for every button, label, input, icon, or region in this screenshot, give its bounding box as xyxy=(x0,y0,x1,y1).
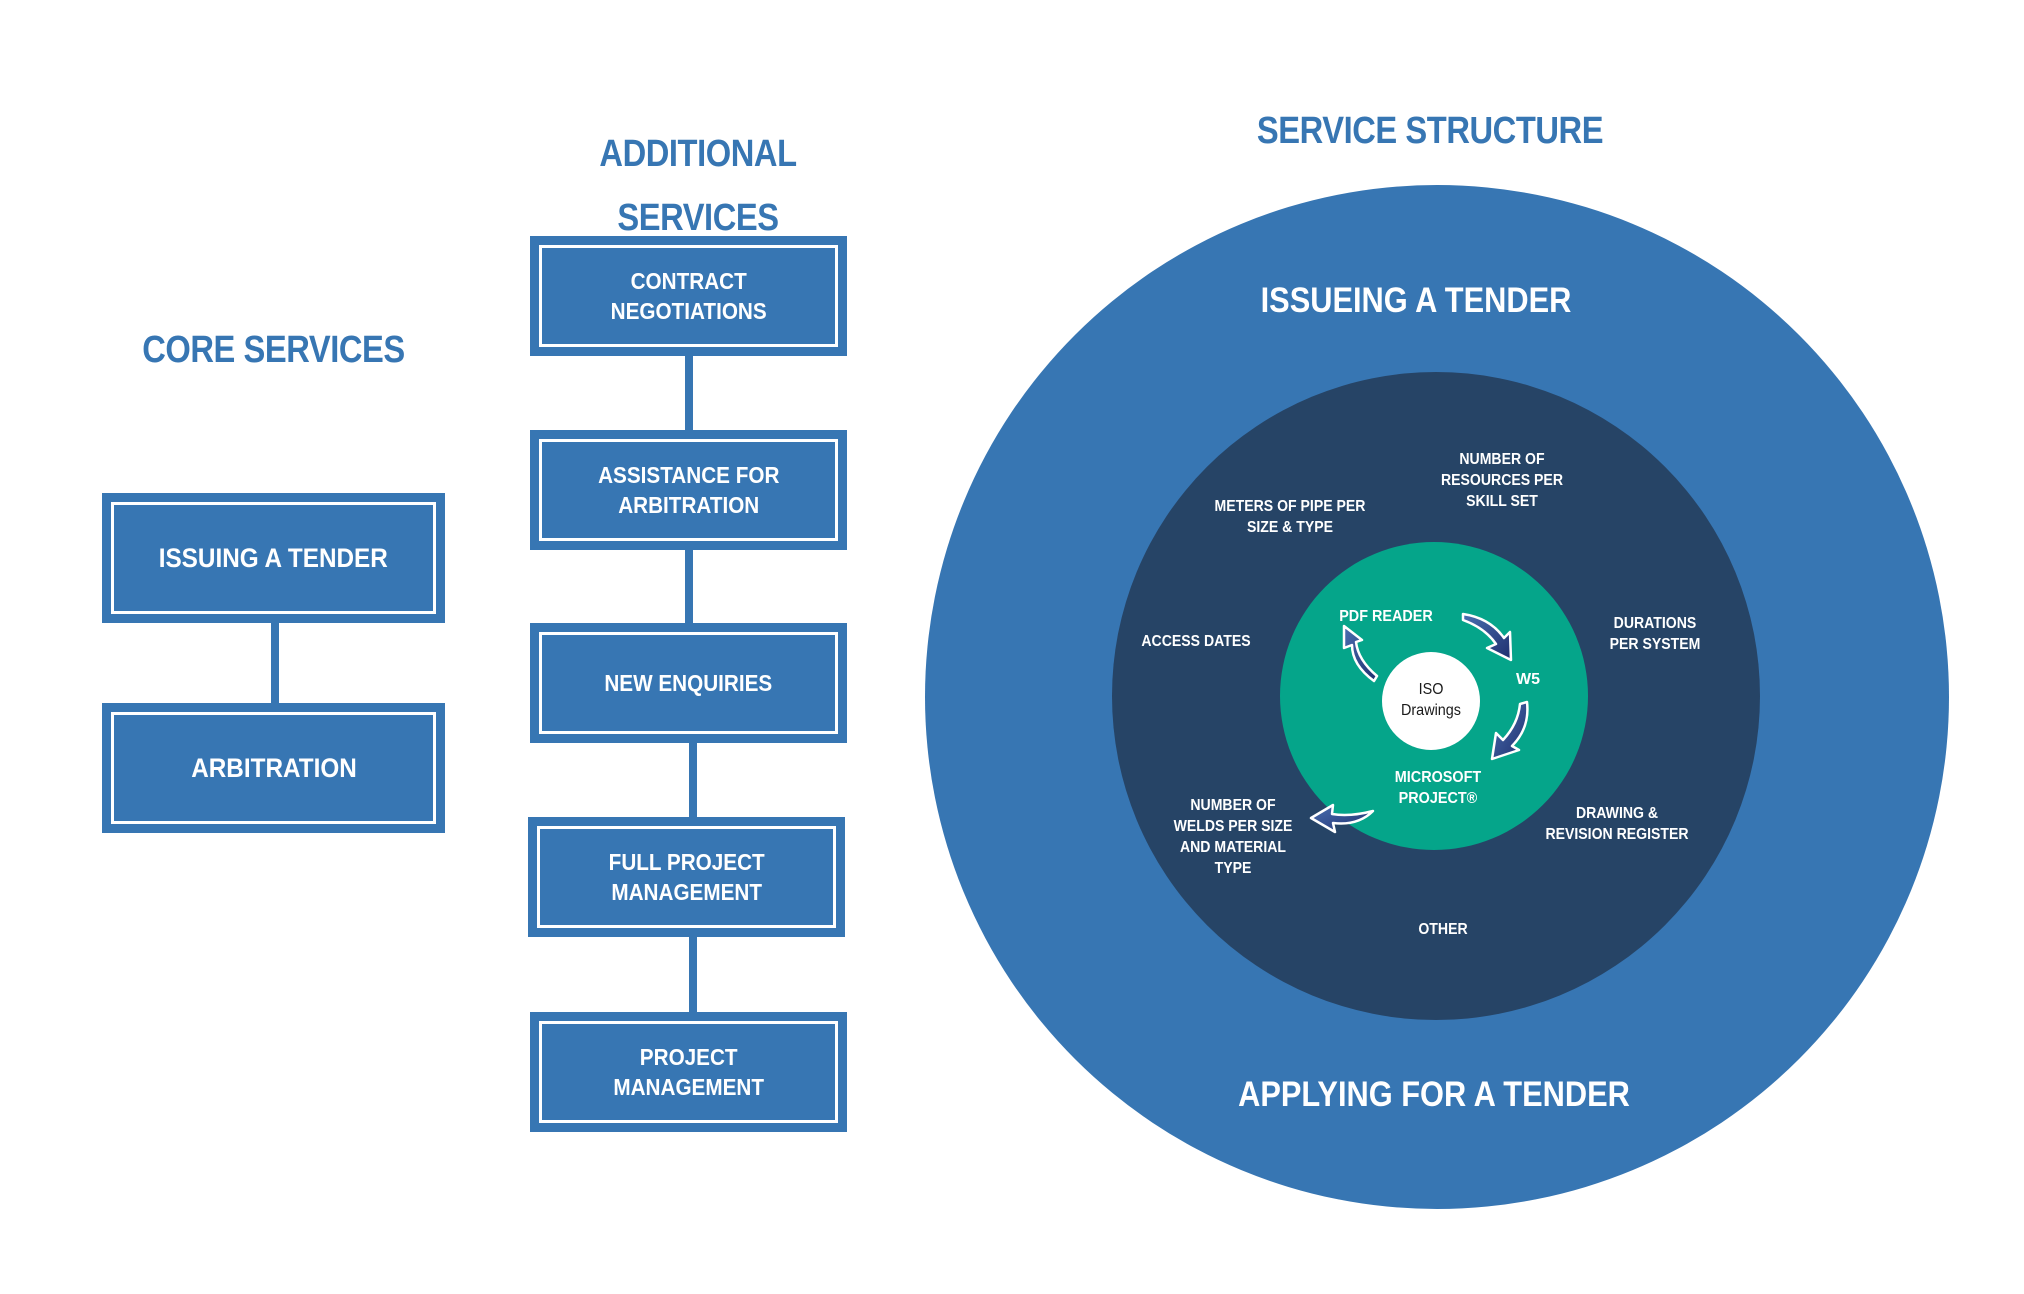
middle-ring-label-other: OTHER xyxy=(1418,920,1467,938)
label-line: ACCESS DATES xyxy=(1141,632,1250,650)
outer-ring-top-label: ISSUEING A TENDER xyxy=(1261,280,1572,319)
label-line: ISO xyxy=(1419,680,1444,698)
outer-ring-bottom-label: APPLYING FOR A TENDER xyxy=(1238,1074,1630,1113)
inner-ring-label-pdf-reader: PDF READER xyxy=(1339,607,1433,625)
additional-box-label: FULL PROJECT MANAGEMENT xyxy=(608,849,765,905)
core-box-label: ISSUING A TENDER xyxy=(158,543,389,573)
core-services-title: CORE SERVICES xyxy=(142,329,405,371)
additional-services-title-line2: SERVICES xyxy=(617,197,779,239)
label-line: PROJECT® xyxy=(1399,789,1478,807)
middle-ring-label-durations: DURATIONS PER SYSTEM xyxy=(1610,614,1701,653)
core-box-frame: ARBITRATION xyxy=(111,712,436,824)
label-line: DURATIONS xyxy=(1614,614,1697,632)
additional-services-title-line1: ADDITIONAL xyxy=(599,133,797,175)
additional-box-frame: PROJECT MANAGEMENT xyxy=(539,1021,838,1123)
additional-box-full-project-management[interactable]: FULL PROJECT MANAGEMENT xyxy=(528,817,845,937)
inner-ring-label-w5: W5 xyxy=(1516,671,1540,688)
label-line: SKILL SET xyxy=(1466,492,1538,510)
center-label-iso-drawings: ISO Drawings xyxy=(1401,680,1461,719)
additional-box-contract-negotiations[interactable]: CONTRACT NEGOTIATIONS xyxy=(530,236,847,356)
label-line: RESOURCES PER xyxy=(1441,471,1563,489)
additional-box-label: PROJECT MANAGEMENT xyxy=(613,1044,764,1100)
additional-box-label: ASSISTANCE FOR ARBITRATION xyxy=(597,462,780,518)
core-box-frame: ISSUING A TENDER xyxy=(111,502,436,614)
service-structure-title: SERVICE STRUCTURE xyxy=(1256,110,1604,152)
core-box-issuing-a-tender[interactable]: ISSUING A TENDER xyxy=(102,493,445,623)
middle-ring-label-pipe: METERS OF PIPE PER SIZE & TYPE xyxy=(1215,497,1366,536)
middle-ring-label-resources: NUMBER OF RESOURCES PER SKILL SET xyxy=(1441,450,1563,510)
additional-connector xyxy=(685,550,693,623)
additional-box-frame: CONTRACT NEGOTIATIONS xyxy=(539,245,838,347)
middle-ring-label-drawing-register: DRAWING & REVISION REGISTER xyxy=(1545,804,1688,843)
label-line: PDF READER xyxy=(1339,607,1433,625)
middle-ring-label-access-dates: ACCESS DATES xyxy=(1141,632,1250,650)
arrow-w5-to-msproject-icon xyxy=(1490,700,1529,761)
additional-box-frame: NEW ENQUIRIES xyxy=(539,632,838,734)
label-line: REVISION REGISTER xyxy=(1545,825,1688,843)
additional-box-frame: ASSISTANCE FOR ARBITRATION xyxy=(539,439,838,541)
arrow-pdf-to-w5-icon xyxy=(1461,612,1513,662)
additional-connector xyxy=(685,356,693,430)
label-line: PER SYSTEM xyxy=(1610,635,1701,653)
arrow-msproject-to-welds-icon xyxy=(1309,803,1375,834)
additional-box-assistance-for-arbitration[interactable]: ASSISTANCE FOR ARBITRATION xyxy=(530,430,847,550)
label-line: OTHER xyxy=(1418,920,1467,938)
additional-box-label: CONTRACT NEGOTIATIONS xyxy=(610,268,767,324)
additional-box-new-enquiries[interactable]: NEW ENQUIRIES xyxy=(530,623,847,743)
label-line: Drawings xyxy=(1401,701,1461,719)
additional-connector xyxy=(689,937,697,1012)
label-line: METERS OF PIPE PER xyxy=(1215,497,1366,515)
additional-box-frame: FULL PROJECT MANAGEMENT xyxy=(537,826,836,928)
label-line: SIZE & TYPE xyxy=(1247,518,1333,536)
cycle-arrows xyxy=(1309,612,1529,834)
core-connector xyxy=(271,623,279,703)
label-line: MICROSOFT xyxy=(1395,768,1482,786)
label-line: DRAWING & xyxy=(1576,804,1658,822)
additional-box-label: NEW ENQUIRIES xyxy=(604,670,773,696)
label-line: TYPE xyxy=(1215,859,1252,877)
inner-ring-label-microsoft-project: MICROSOFT PROJECT® xyxy=(1395,768,1482,807)
middle-ring-label-welds: NUMBER OF WELDS PER SIZE AND MATERIAL TY… xyxy=(1174,796,1293,877)
label-line: W5 xyxy=(1516,671,1540,688)
label-line: NUMBER OF xyxy=(1459,450,1544,468)
label-line: NUMBER OF xyxy=(1190,796,1275,814)
label-line: WELDS PER SIZE xyxy=(1174,817,1293,835)
additional-services-title: ADDITIONAL SERVICES xyxy=(554,122,843,250)
core-box-arbitration[interactable]: ARBITRATION xyxy=(102,703,445,833)
additional-box-project-management[interactable]: PROJECT MANAGEMENT xyxy=(530,1012,847,1132)
center-iso-drawings-circle xyxy=(1382,652,1480,750)
additional-connector xyxy=(689,743,697,817)
label-line: AND MATERIAL xyxy=(1180,838,1286,856)
core-box-label: ARBITRATION xyxy=(190,753,357,783)
arrow-welds-to-pdf-icon xyxy=(1342,624,1379,683)
